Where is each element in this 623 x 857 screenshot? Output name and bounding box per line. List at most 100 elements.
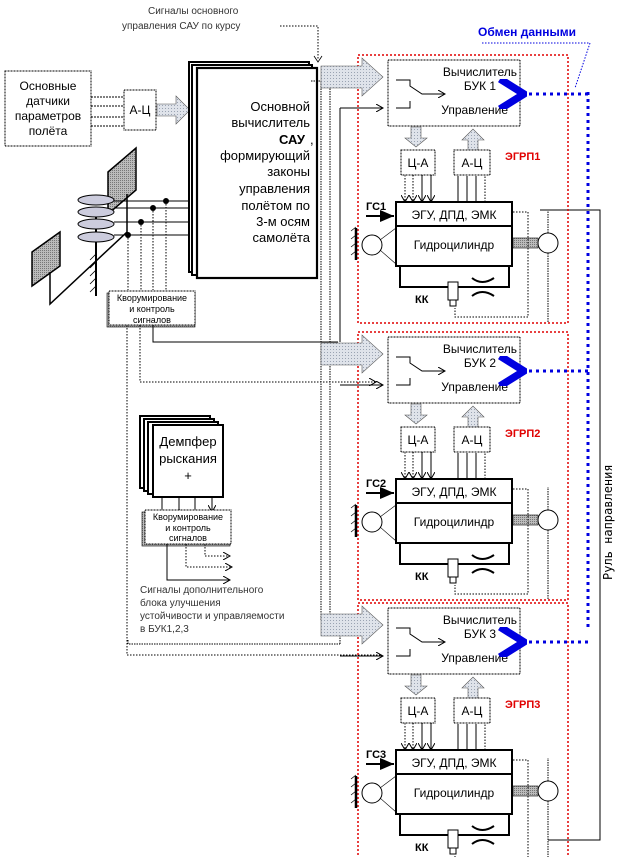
hydraulic-cylinder-box — [395, 225, 513, 267]
kk-label: КК — [415, 571, 429, 583]
kk-valve — [447, 558, 459, 578]
dac-label: Ц-А — [408, 433, 429, 447]
svg-text:блока улучшения: блока улучшения — [140, 597, 221, 609]
feedback-line — [454, 488, 529, 595]
rudder-hinge-right — [537, 509, 559, 531]
hydraulic-system-label: ГС1 — [366, 201, 386, 213]
main-sensors-box: Основные датчики параметров полёта — [4, 70, 92, 147]
svg-text:Основной: Основной — [250, 99, 310, 114]
mount-hinge-left — [361, 782, 383, 804]
buk-computer-label: Вычислитель — [443, 342, 517, 356]
hydraulic-cylinder-label: Гидроцилиндр — [414, 786, 495, 800]
svg-text:управления: управления — [239, 181, 310, 196]
dac-label: Ц-А — [408, 156, 429, 170]
svg-text:,: , — [310, 132, 314, 147]
kk-valve — [447, 829, 459, 849]
svg-text:законы: законы — [267, 164, 310, 179]
buk-computer-label: Вычислитель — [443, 613, 517, 627]
egrp-frame — [357, 331, 569, 601]
svg-text:САУ: САУ — [279, 132, 306, 147]
adc-arrow — [461, 676, 485, 701]
svg-text:датчики: датчики — [26, 94, 70, 108]
kk-valve-stem — [449, 847, 457, 855]
hydraulic-cylinder-label: Гидроцилиндр — [414, 238, 495, 252]
buk-name: БУК 3 — [464, 627, 497, 641]
egrp-label: ЭГРП2 — [505, 428, 540, 440]
svg-text:полёта: полёта — [29, 124, 68, 138]
buk-control-label: Управление — [441, 651, 508, 665]
svg-text:Кворумирование: Кворумирование — [117, 293, 187, 303]
egu-label: ЭГУ, ДПД, ЭМК — [412, 485, 497, 499]
yaw-damper-block: Демпфер рыскания + — [139, 415, 224, 512]
kk-label: КК — [415, 294, 429, 306]
adc-to-main-arrow — [156, 95, 191, 125]
svg-text:Сигналы основного: Сигналы основного — [148, 6, 239, 17]
hydraulic-cylinder-box — [395, 773, 513, 815]
egrp-label: ЭГРП1 — [505, 151, 540, 163]
switch-icon — [396, 356, 445, 371]
svg-text:и контроль: и контроль — [165, 523, 211, 533]
buk-computer-box — [387, 336, 521, 404]
throttle-icon — [471, 277, 495, 297]
feedback-line — [454, 211, 529, 318]
rudder-hinge-right — [537, 780, 559, 802]
dac-box — [400, 149, 436, 176]
svg-text:вычислитель: вычислитель — [231, 115, 310, 130]
main-sau-computer: Основной вычислитель САУ , формирующий з… — [188, 61, 319, 280]
buk-control-label: Управление — [441, 380, 508, 394]
quorum-line-2 — [139, 325, 376, 382]
svg-text:Основные: Основные — [20, 79, 77, 93]
adc-arrow — [461, 405, 485, 430]
svg-text:полётом по: полётом по — [241, 198, 310, 213]
hydraulic-system-label: ГС3 — [366, 749, 386, 761]
kk-label: КК — [415, 842, 429, 854]
dac-arrow — [404, 403, 428, 425]
svg-text:и контроль: и контроль — [129, 304, 175, 314]
svg-text:формирующий: формирующий — [220, 148, 310, 163]
top-signal-label: Сигналы основного управления САУ по курс… — [122, 6, 323, 63]
egu-label: ЭГУ, ДПД, ЭМК — [412, 756, 497, 770]
switch-contact — [396, 378, 411, 386]
dac-arrow — [404, 126, 428, 148]
input-arrow — [320, 57, 384, 97]
piston-rod — [512, 237, 539, 249]
svg-text:Кворумирование: Кворумирование — [153, 512, 223, 522]
input-arrow — [320, 605, 384, 645]
svg-text:А-Ц: А-Ц — [130, 103, 151, 117]
hydraulic-cylinder-box — [395, 502, 513, 544]
adc-box — [453, 426, 491, 453]
dac-box — [400, 697, 436, 724]
quorum-control-box-damper: Кворумирование и контроль сигналов — [141, 509, 232, 580]
quorum-line-3 — [126, 325, 381, 656]
adc-box — [453, 697, 491, 724]
kk-valve-stem — [449, 299, 457, 307]
quorum-line-1 — [152, 325, 338, 343]
ground-hatch — [350, 774, 357, 804]
ground-hatch — [350, 226, 357, 256]
egrp-frame — [357, 602, 569, 857]
mount-link — [379, 504, 397, 542]
data-exchange-label: Обмен данными — [478, 25, 591, 89]
rudder-rail — [540, 209, 601, 841]
adc-label: А-Ц — [462, 156, 483, 170]
svg-text:управления САУ по курсу: управления САУ по курсу — [122, 21, 240, 32]
buk-computer-box — [387, 59, 521, 127]
throttle-icon — [471, 554, 495, 574]
extra-signals-label: Сигналы дополнительного блока улучшения … — [140, 585, 284, 635]
svg-text:параметров: параметров — [15, 109, 81, 123]
rudder-hinge-right — [537, 232, 559, 254]
hydraulic-system-label: ГС2 — [366, 478, 386, 490]
egrp-frame — [357, 54, 569, 324]
svg-text:рыскания: рыскания — [159, 451, 217, 466]
switch-icon — [396, 627, 445, 642]
kk-valve — [447, 281, 459, 301]
buk-control-label: Управление — [441, 103, 508, 117]
dac-arrow — [404, 674, 428, 696]
mount-link — [379, 227, 397, 265]
hydraulic-cylinder-label: Гидроцилиндр — [414, 515, 495, 529]
piston-rod — [512, 785, 539, 797]
sensor-signal-lines — [91, 96, 123, 127]
